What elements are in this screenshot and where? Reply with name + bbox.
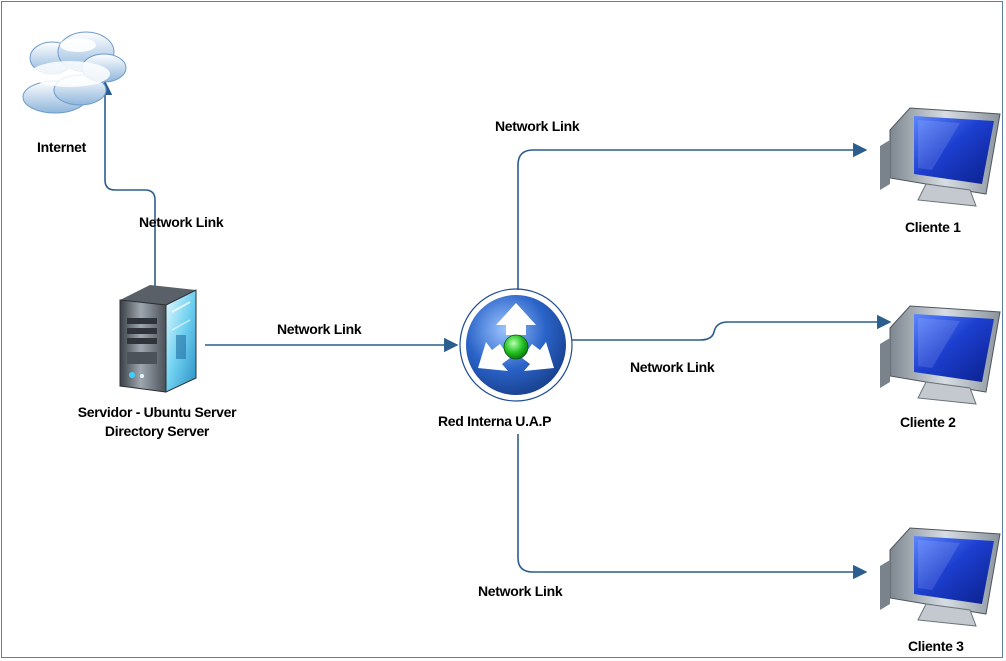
client1-label: Cliente 1 [905,219,961,235]
server-label: Servidor - Ubuntu Server Directory Serve… [32,404,282,439]
link-server-internet-line [97,80,156,292]
link-router-client3-line [517,434,868,580]
link-label-server-internet: Network Link [139,214,224,230]
link-router-client2-line [572,314,892,341]
router-label: Red Interna U.A.P [438,413,552,429]
link-label-server-router: Network Link [277,321,362,337]
cloud-icon [22,31,127,114]
link-label-router-client3: Network Link [478,583,563,599]
link-label-router-client2: Network Link [630,359,715,375]
server-label-line1: Servidor - Ubuntu Server [77,404,237,420]
internet-label: Internet [37,139,86,155]
server-tower-icon [119,285,197,393]
router-icon [459,288,573,402]
monitor-icon [880,107,1001,207]
monitor-icon [880,305,1001,405]
server-label-line2: Directory Server [104,423,210,439]
link-router-client1-line [517,142,868,290]
client2-label: Cliente 2 [900,414,956,430]
monitor-icon [880,527,1001,627]
link-label-router-client1: Network Link [495,118,580,134]
client3-label: Cliente 3 [908,638,964,654]
